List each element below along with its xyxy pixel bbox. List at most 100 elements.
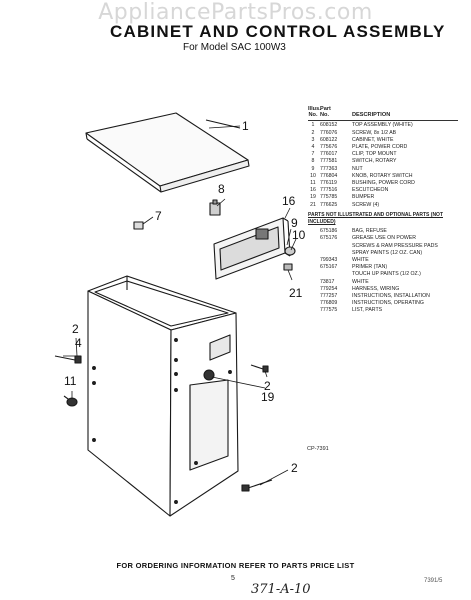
part-description: SCREW, 8x 1/2 AB <box>352 129 397 136</box>
parts-list-row: SPRAY PAINTS (12 OZ. CAN) <box>308 250 468 257</box>
part-no <box>318 243 352 250</box>
not-illustrated-note: PARTS NOT ILLUSTRATED AND OPTIONAL PARTS… <box>308 211 443 226</box>
part-no: 608122 <box>320 136 338 143</box>
part-description: WHITE <box>352 278 369 285</box>
part-description: HARNESS, WIRING <box>352 285 400 292</box>
illus-no <box>308 257 318 264</box>
callout-11: 11 <box>64 374 77 388</box>
part-no: 775676 <box>320 144 338 151</box>
top-assembly-drawing <box>85 112 250 193</box>
page-subtitle: For Model SAC 100W3 <box>183 42 286 53</box>
part-description: CLIP, TOP MOUNT <box>352 151 397 158</box>
part-no: 675167 <box>320 264 338 271</box>
part-no: 777363 <box>320 165 338 172</box>
part-no <box>318 271 352 278</box>
header-illus: Illus. <box>308 106 321 112</box>
illus-no: 16 <box>310 187 316 194</box>
handwritten-note: 371-A-10 <box>251 582 311 597</box>
illus-no <box>308 307 318 314</box>
illus-no: 4 <box>311 144 315 151</box>
callout-19: 19 <box>261 390 275 404</box>
part-no: 776809 <box>320 300 338 307</box>
part-description: PRIMER (TAN) <box>352 264 388 271</box>
illus-no <box>308 279 318 286</box>
document-code: 7391/5 <box>424 578 443 584</box>
callout-4: 4 <box>75 336 82 350</box>
part-no: 799343 <box>320 257 338 264</box>
illus-no <box>308 271 318 278</box>
parts-list-row: 16 777516 ESCUTCHEON <box>308 187 468 194</box>
illus-no <box>308 243 318 250</box>
illus-no: 10 <box>310 172 316 179</box>
part-no: 73817 <box>320 278 335 285</box>
callout-21: 21 <box>289 286 303 300</box>
page-title: CABINET AND CONTROL ASSEMBLY <box>110 22 446 41</box>
callout-2b: 2 <box>264 379 271 393</box>
part-description: SWITCH, ROTARY <box>352 158 397 165</box>
part-no: 776625 <box>320 201 338 208</box>
parts-list-row: 675167 PRIMER (TAN) <box>308 264 468 271</box>
illus-no: 2 <box>311 129 315 136</box>
part-description: KNOB, ROTARY SWITCH <box>352 172 413 179</box>
illus-no: 7 <box>311 151 315 158</box>
part-no: 779254 <box>320 285 338 292</box>
parts-list-row: 73817 WHITE <box>308 279 468 286</box>
part-description: INSTRUCTIONS, OPERATING <box>352 300 424 307</box>
escutcheon-drawing <box>213 217 291 280</box>
illus-no: 1 <box>311 122 315 129</box>
callout-16: 16 <box>282 194 296 208</box>
part-no: 776119 <box>320 180 337 187</box>
illus-no <box>308 300 318 307</box>
part-no: 776076 <box>320 129 338 136</box>
illus-no <box>308 286 318 293</box>
illus-no: 11 <box>310 180 316 187</box>
header-description: DESCRIPTION <box>352 112 391 119</box>
switch-drawing <box>209 199 221 216</box>
callout-1: 1 <box>242 119 249 133</box>
power-cord-parts-drawing <box>54 355 82 407</box>
parts-list-row: 776809 INSTRUCTIONS, OPERATING <box>308 300 468 307</box>
part-description: ESCUTCHEON <box>352 187 389 194</box>
parts-list-row: 779254 HARNESS, WIRING <box>308 286 468 293</box>
parts-list-row: 11 776119 BUSHING, POWER CORD <box>308 180 468 187</box>
part-no: 675186 <box>320 228 338 235</box>
header-no: No. <box>308 112 318 119</box>
callout-7: 7 <box>155 209 162 223</box>
callout-2a: 2 <box>72 322 79 336</box>
illus-no <box>308 235 318 242</box>
illus-no <box>308 250 318 257</box>
part-description: BUSHING, POWER CORD <box>352 180 415 187</box>
parts-list-row: 2 776076 SCREW, 8x 1/2 AB <box>308 130 468 137</box>
part-description: TOP ASSEMBLY (WHITE) <box>352 122 413 129</box>
parts-list-header-top: Illus. Part <box>308 106 468 113</box>
part-no: 777516 <box>320 187 338 194</box>
header-part: Part <box>320 106 331 112</box>
callout-2c: 2 <box>291 461 298 475</box>
part-description: GREASE USE ON POWER <box>352 235 416 242</box>
illus-no <box>308 264 318 271</box>
part-description: BAG, REFUSE <box>352 228 387 235</box>
part-no: 776804 <box>320 172 338 179</box>
part-description: SCREW (4) <box>352 201 380 208</box>
part-no <box>318 250 352 257</box>
header-part-no: No. <box>320 112 330 119</box>
part-description: LIST, PARTS <box>352 307 383 314</box>
callout-9: 9 <box>291 216 298 230</box>
illus-no <box>308 228 318 235</box>
illus-no: 19 <box>310 194 316 201</box>
parts-list-row: TOUCH UP PAINTS (1/2 OZ.) <box>308 271 468 278</box>
illus-no <box>308 293 318 300</box>
watermark: AppliancePartsPros.com <box>98 0 373 25</box>
part-description: SPRAY PAINTS (12 OZ. CAN) <box>352 249 423 256</box>
